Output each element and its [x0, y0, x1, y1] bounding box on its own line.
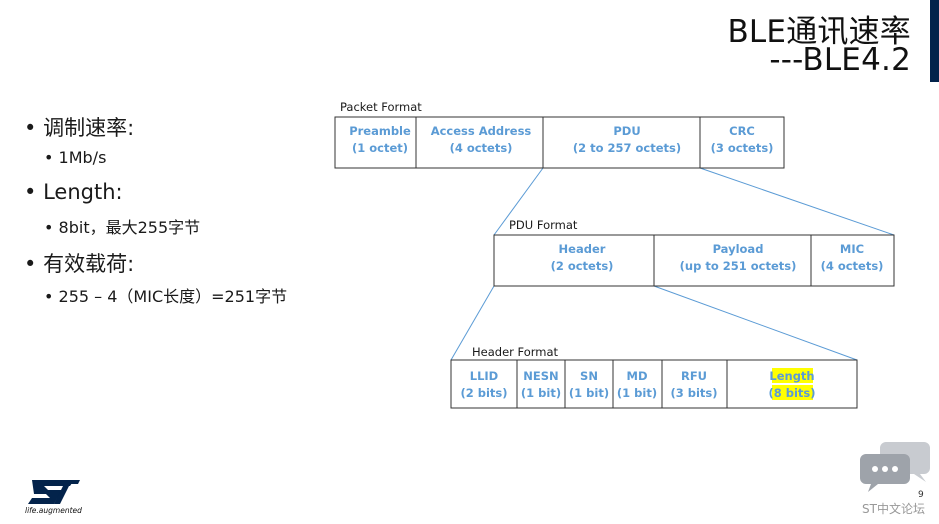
connector-line	[699, 167, 895, 236]
pdu-field-size: (2 octets)	[551, 259, 614, 273]
header-field-box	[726, 359, 858, 409]
header-field-box	[612, 359, 663, 409]
pdu-field-size: (up to 251 octets)	[680, 259, 797, 273]
sub-bullet-item: • 1Mb/s	[44, 148, 106, 167]
pdu-format-row: Header (2 octets) Payload (up to 251 oct…	[493, 234, 895, 287]
packet-field-box	[415, 116, 544, 169]
slide-title: BLE通讯速率 ---BLE4.2	[0, 4, 929, 84]
header-field-size: (1 bit)	[617, 386, 657, 400]
sub-bullet-item: • 255 – 4（MIC长度）=251字节	[44, 283, 287, 307]
packet-field-name: Access Address	[431, 124, 532, 138]
header-field-name: Length	[769, 369, 814, 383]
bullet-marker: •	[24, 180, 37, 204]
packet-field-name: Preamble	[349, 124, 411, 138]
chat-bubbles-icon	[860, 442, 930, 492]
pdu-format-label: PDU Format	[509, 218, 578, 232]
pdu-field-name: MIC	[840, 242, 864, 256]
title-line-2: ---BLE4.2	[769, 42, 911, 78]
header-format-row: LLID (2 bits) NESN (1 bit) SN (1 bit) MD…	[450, 359, 858, 409]
header-field-name: LLID	[470, 369, 498, 383]
sub-bullet-text: 255 – 4（MIC长度）=251字节	[58, 287, 288, 306]
packet-field-name: PDU	[613, 124, 640, 138]
packet-field-size: (4 octets)	[450, 141, 513, 155]
packet-field-box	[334, 116, 417, 169]
header-field-box	[564, 359, 614, 409]
pdu-field-box	[653, 234, 812, 287]
sub-bullet-text: 8bit，最大255字节	[58, 218, 201, 237]
sub-bullet-item: • 8bit，最大255字节	[44, 214, 200, 238]
packet-field-size: (3 octets)	[711, 141, 774, 155]
bullet-marker: •	[44, 218, 54, 237]
header-field-name: SN	[580, 369, 598, 383]
header-format-label: Header Format	[472, 345, 559, 359]
length-highlight	[772, 368, 813, 383]
pdu-field-size: (4 octets)	[821, 259, 884, 273]
header-field-box	[450, 359, 518, 409]
title-accent-bar	[930, 0, 939, 82]
logo-tagline: life.augmented	[25, 506, 82, 515]
bullet-item: • 有效载荷:	[24, 248, 134, 278]
packet-field-name: CRC	[729, 124, 755, 138]
header-field-size: (8 bits)	[768, 386, 815, 400]
packet-field-size: (1 octet)	[352, 141, 408, 155]
header-field-size: (2 bits)	[460, 386, 507, 400]
page-number: 9	[918, 490, 924, 500]
pdu-field-box	[493, 234, 655, 287]
pdu-field-box	[810, 234, 895, 287]
header-field-name: RFU	[681, 369, 707, 383]
header-field-size: (1 bit)	[569, 386, 609, 400]
bullet-marker: •	[44, 287, 54, 306]
bullet-marker: •	[24, 116, 37, 140]
length-highlight	[772, 385, 813, 400]
connector-line	[653, 285, 858, 361]
packet-format-row: Preamble (1 octet) Access Address (4 oct…	[334, 116, 785, 169]
header-field-name: NESN	[523, 369, 558, 383]
forum-watermark-label: ST中文论坛	[862, 502, 925, 516]
st-logo	[28, 480, 80, 504]
header-field-size: (3 bits)	[670, 386, 717, 400]
header-field-size: (1 bit)	[521, 386, 561, 400]
connector-line	[450, 285, 495, 361]
bullet-item: • 调制速率:	[24, 112, 134, 142]
header-field-box	[516, 359, 566, 409]
header-field-box	[661, 359, 728, 409]
bullet-heading: Length:	[43, 180, 123, 204]
packet-field-size: (2 to 257 octets)	[573, 141, 681, 155]
bullet-heading: 调制速率:	[43, 116, 135, 140]
packet-format-label: Packet Format	[340, 100, 422, 114]
bullet-marker: •	[44, 148, 54, 167]
pdu-field-name: Header	[559, 242, 606, 256]
sub-bullet-text: 1Mb/s	[58, 148, 107, 167]
connector-line	[493, 167, 544, 236]
packet-field-box	[542, 116, 701, 169]
pdu-field-name: Payload	[713, 242, 764, 256]
header-field-name: MD	[627, 369, 648, 383]
bullet-item: • Length:	[24, 180, 123, 204]
title-line-1: BLE通讯速率	[727, 14, 911, 50]
packet-field-box	[699, 116, 785, 169]
bullet-heading: 有效载荷:	[43, 252, 135, 276]
bullet-marker: •	[24, 252, 37, 276]
